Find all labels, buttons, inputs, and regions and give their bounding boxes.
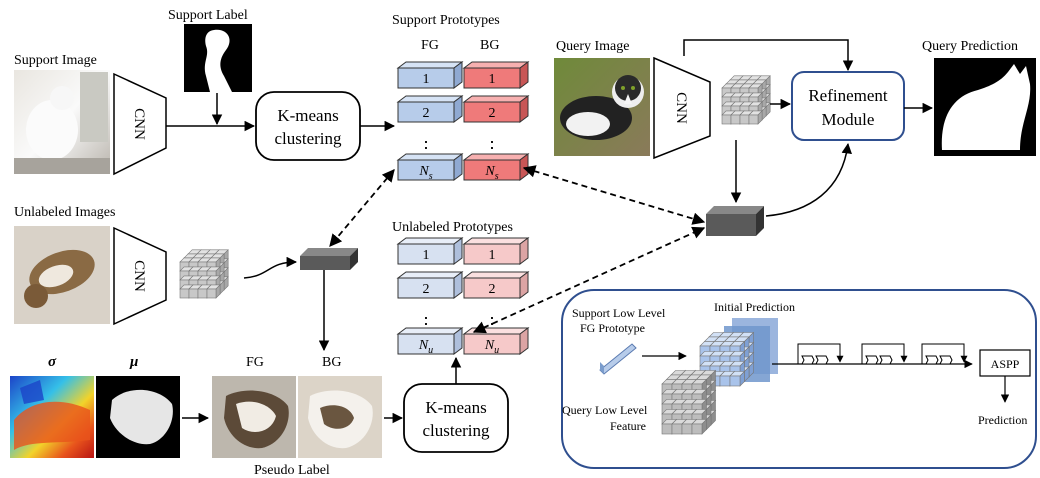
pseudo-label-bg xyxy=(298,376,382,458)
support-label-mask xyxy=(184,24,252,92)
support-fg-proto-2-label: 2 xyxy=(423,106,430,121)
unlabeled-feature-cube xyxy=(179,249,229,299)
support-bg-proto-1: 1 xyxy=(462,61,530,89)
refinement-module-box xyxy=(791,71,905,141)
pseudo-label-fg xyxy=(212,376,296,458)
residual-block-2 xyxy=(861,343,908,365)
unlabeled-image xyxy=(14,226,110,324)
sigma-label: σ xyxy=(48,354,57,370)
support-bg-proto-ellipsis: ⋮ xyxy=(483,138,501,158)
kmeans-unlabeled-line2: clustering xyxy=(422,421,490,440)
inset-aspp-label: ASPP xyxy=(991,357,1020,371)
support-fg-proto-1-label: 1 xyxy=(423,72,430,87)
unlabeled-bg-proto-1-label: 1 xyxy=(489,248,496,263)
unlabeled-bg-proto-1: 1 xyxy=(462,237,530,265)
unlabeled-bg-proto-n: Nu xyxy=(462,327,530,356)
pseudo-fg-header: FG xyxy=(246,355,264,370)
kmeans-unlabeled-line1: K-means xyxy=(425,398,486,417)
support-fg-proto-2: 2 xyxy=(396,95,464,123)
query-cnn xyxy=(653,56,711,160)
kmeans-support-box xyxy=(255,91,361,161)
query-prediction-title: Query Prediction xyxy=(922,39,1018,54)
query-cnn-label: CNN xyxy=(673,92,689,124)
kmeans-unlabeled-box xyxy=(403,383,509,453)
pseudo-bg-header: BG xyxy=(322,355,341,370)
unlabeled-cnn xyxy=(113,226,167,326)
inset-support-low-level-line1: Support Low Level xyxy=(572,306,666,320)
query-prototype-match-block xyxy=(706,206,764,236)
support-bg-proto-2: 2 xyxy=(462,95,530,123)
unlabeled-fg-proto-1-label: 1 xyxy=(423,248,430,263)
query-prediction-mask xyxy=(934,58,1036,156)
query-image xyxy=(554,58,650,156)
inset-query-feature-gray-cell xyxy=(691,418,708,435)
unlabeled-bg-proto-2: 2 xyxy=(462,271,530,299)
refinement-line1: Refinement xyxy=(808,86,888,105)
unlabeled-cnn-label: CNN xyxy=(131,260,147,292)
refinement-line2: Module xyxy=(822,110,875,129)
support-fg-proto-1: 1 xyxy=(396,61,464,89)
query-feature-cube xyxy=(721,75,771,125)
inset-query-feature-blue-cell xyxy=(729,370,746,387)
query-feature-cell xyxy=(748,110,763,125)
support-fg-proto-n: Ns xyxy=(396,153,464,182)
unlabeled-bg-proto-2-label: 2 xyxy=(489,282,496,297)
unlabeled-fg-proto-2-label: 2 xyxy=(423,282,430,297)
query-feature-cell xyxy=(748,92,763,107)
inset-initial-prediction: Initial Prediction xyxy=(714,300,795,314)
support-prototypes-title: Support Prototypes xyxy=(392,13,500,28)
support-image-title: Support Image xyxy=(14,53,97,68)
unlabeled-prototypes-title: Unlabeled Prototypes xyxy=(392,220,513,235)
inset-prediction-label: Prediction xyxy=(978,413,1027,427)
support-fg-proto-ellipsis: ⋮ xyxy=(417,138,435,158)
inset-fg-prototype xyxy=(599,343,637,375)
inset-residual-blocks xyxy=(797,343,968,365)
inset-support-low-level-line2: FG Prototype xyxy=(580,321,645,335)
support-cnn-label: CNN xyxy=(131,108,147,140)
support-image xyxy=(14,70,110,174)
unlabeled-fg-proto-n: Nu xyxy=(396,327,464,356)
unlabeled-images-title: Unlabeled Images xyxy=(14,205,115,220)
mu-label: μ xyxy=(129,354,138,370)
residual-block-1 xyxy=(797,343,844,365)
support-fg-header: FG xyxy=(421,38,439,53)
support-label-title: Support Label xyxy=(168,8,248,23)
unlabeled-feature-cell xyxy=(206,284,221,299)
query-image-title: Query Image xyxy=(556,39,629,54)
sigma-map xyxy=(10,376,94,458)
unlabeled-prototype-match-block xyxy=(300,248,358,270)
support-cnn xyxy=(113,72,167,176)
support-bg-header: BG xyxy=(480,38,499,53)
kmeans-support-line1: K-means xyxy=(277,106,338,125)
pseudo-label-title: Pseudo Label xyxy=(254,463,330,478)
unlabeled-fg-proto-2: 2 xyxy=(396,271,464,299)
inset-query-low-level-line2: Feature xyxy=(610,419,646,433)
mu-map xyxy=(96,376,180,458)
support-bg-proto-1-label: 1 xyxy=(489,72,496,87)
unlabeled-fg-proto-1: 1 xyxy=(396,237,464,265)
support-bg-proto-2-label: 2 xyxy=(489,106,496,121)
kmeans-support-line2: clustering xyxy=(274,129,342,148)
inset-query-low-level-line1: Query Low Level xyxy=(562,403,648,417)
residual-block-3 xyxy=(921,343,968,365)
support-bg-proto-n: Ns xyxy=(462,153,530,182)
